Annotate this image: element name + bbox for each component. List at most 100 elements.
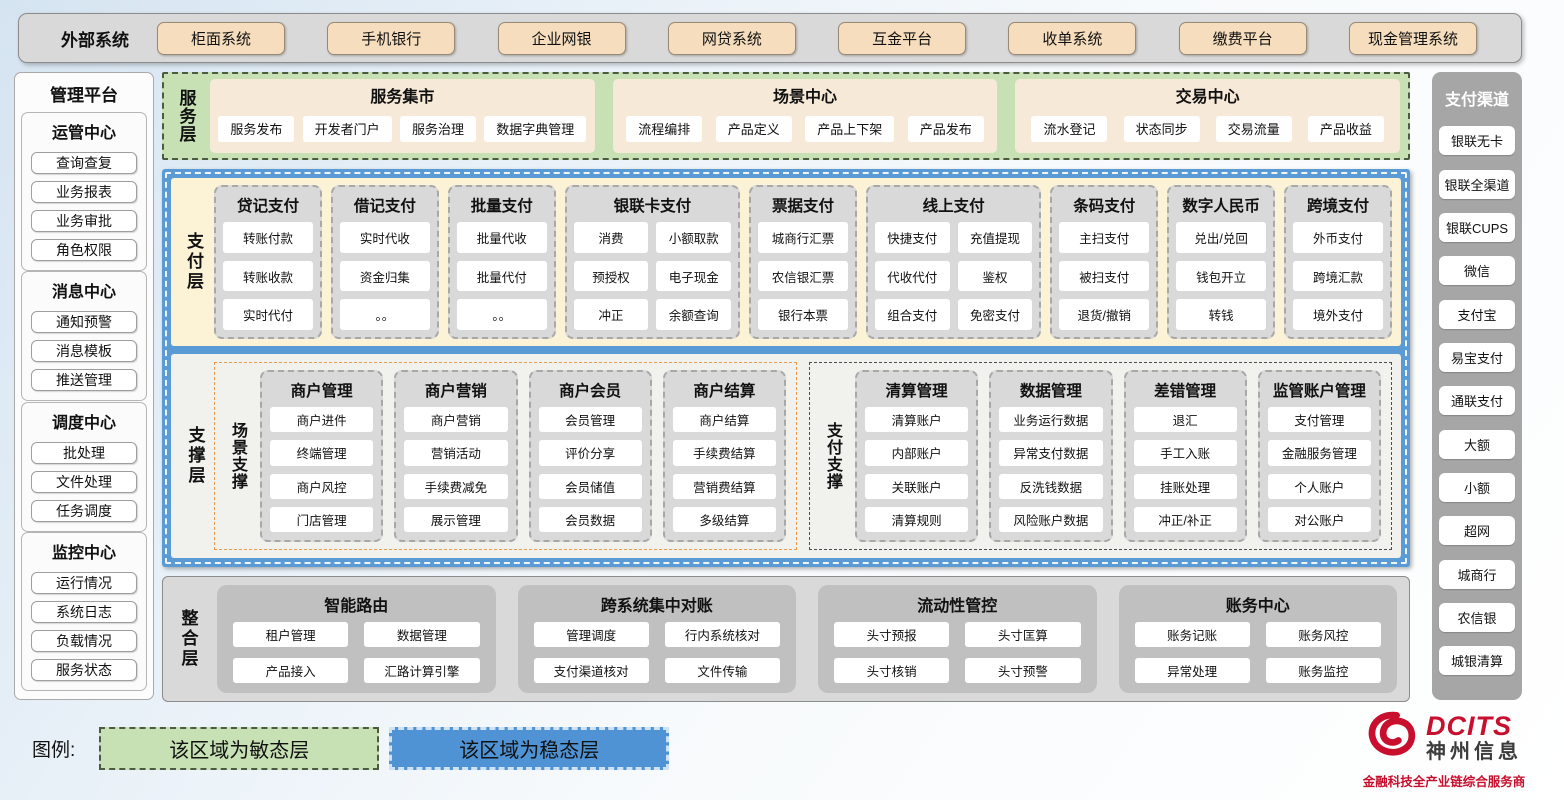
payment-item[interactable]: 冲正 [573,299,649,331]
payment-item[interactable]: 免密支付 [957,299,1033,331]
service-item[interactable]: 产品定义 [715,115,792,142]
integration-item[interactable]: 账务监控 [1265,658,1381,683]
management-item[interactable]: 消息模板 [31,340,137,363]
management-item[interactable]: 服务状态 [31,658,137,681]
external-system-item[interactable]: 收单系统 [1008,21,1137,55]
support-item[interactable]: 商户风控 [270,473,374,499]
payment-item[interactable]: 组合支付 [874,299,950,331]
payment-item[interactable]: 批量代付 [456,260,547,292]
channel-item[interactable]: 小额 [1439,473,1515,503]
support-item[interactable]: 手续费结算 [672,440,776,466]
channel-item[interactable]: 银联全渠道 [1439,169,1515,199]
payment-item[interactable]: 转账付款 [223,222,313,253]
support-item[interactable]: 清算规则 [865,506,969,532]
payment-item[interactable]: 预授权 [573,260,649,292]
service-item[interactable]: 流水登记 [1031,115,1108,142]
payment-item[interactable]: 境外支付 [1293,299,1383,331]
support-item[interactable]: 展示管理 [404,506,508,532]
payment-item[interactable]: 电子现金 [656,260,732,292]
support-item[interactable]: 手续费减免 [404,473,508,499]
integration-item[interactable]: 支付渠道核对 [533,658,649,683]
payment-item[interactable]: 外币支付 [1293,222,1383,253]
payment-item[interactable]: 消费 [573,222,649,253]
service-item[interactable]: 状态同步 [1123,115,1200,142]
integration-item[interactable]: 产品接入 [233,658,349,683]
integration-item[interactable]: 汇路计算引擎 [364,658,480,683]
payment-item[interactable]: 转钱 [1176,299,1267,331]
external-system-item[interactable]: 手机银行 [327,21,456,55]
channel-item[interactable]: 银联CUPS [1439,213,1515,243]
support-item[interactable]: 营销费结算 [672,473,776,499]
payment-item[interactable]: 小额取款 [656,222,732,253]
payment-item[interactable]: 转账收款 [223,260,313,292]
integration-item[interactable]: 文件传输 [664,658,780,683]
support-item[interactable]: 挂账处理 [1133,473,1237,499]
support-item[interactable]: 冲正/补正 [1133,506,1237,532]
payment-item[interactable]: 主扫支付 [1059,222,1150,253]
payment-item[interactable]: 资金归集 [339,260,430,292]
payment-item[interactable]: 批量代收 [456,222,547,253]
payment-item[interactable]: 跨境汇款 [1293,260,1383,292]
management-item[interactable]: 查询查复 [31,152,137,174]
payment-item[interactable]: 兑出/兑回 [1176,222,1267,253]
integration-item[interactable]: 行内系统核对 [664,622,780,647]
channel-item[interactable]: 城银清算 [1439,646,1515,676]
external-system-item[interactable]: 互金平台 [838,21,967,55]
external-system-item[interactable]: 柜面系统 [157,21,285,55]
support-item[interactable]: 终端管理 [270,440,374,466]
payment-item[interactable]: 。。 [339,299,430,331]
support-item[interactable]: 会员管理 [538,407,642,433]
external-system-item[interactable]: 现金管理系统 [1348,21,1477,55]
management-item[interactable]: 业务报表 [31,181,137,203]
management-item[interactable]: 系统日志 [31,600,137,623]
integration-item[interactable]: 头寸预报 [834,622,950,647]
integration-item[interactable]: 账务记账 [1134,622,1250,647]
support-item[interactable]: 关联账户 [865,473,969,499]
support-item[interactable]: 门店管理 [270,506,374,532]
external-system-item[interactable]: 企业网银 [497,21,626,55]
integration-item[interactable]: 头寸核销 [834,658,950,683]
channel-item[interactable]: 微信 [1439,256,1515,286]
support-item[interactable]: 多级结算 [672,506,776,532]
service-item[interactable]: 数据字典管理 [484,115,587,142]
support-item[interactable]: 金融服务管理 [1267,440,1371,466]
channel-item[interactable]: 银联无卡 [1439,126,1515,156]
channel-item[interactable]: 通联支付 [1439,386,1515,416]
management-item[interactable]: 通知预警 [31,311,137,334]
support-item[interactable]: 反洗钱数据 [999,473,1103,499]
support-item[interactable]: 手工入账 [1133,440,1237,466]
payment-item[interactable]: 退货/撤销 [1059,299,1150,331]
external-system-item[interactable]: 缴费平台 [1178,21,1307,55]
service-item[interactable]: 产品上下架 [805,115,895,142]
payment-item[interactable]: 实时代收 [339,222,430,253]
service-item[interactable]: 服务治理 [399,115,476,142]
support-item[interactable]: 业务运行数据 [999,407,1103,433]
support-item[interactable]: 商户营销 [404,407,508,433]
integration-item[interactable]: 管理调度 [533,622,649,647]
management-item[interactable]: 运行情况 [31,571,137,594]
management-item[interactable]: 文件处理 [31,470,137,493]
channel-item[interactable]: 大额 [1439,429,1515,459]
integration-item[interactable]: 数据管理 [364,622,480,647]
payment-item[interactable]: 代收代付 [874,260,950,292]
management-item[interactable]: 负载情况 [31,629,137,652]
service-item[interactable]: 产品发布 [907,115,984,142]
payment-item[interactable]: 鉴权 [957,260,1033,292]
payment-item[interactable]: 余额查询 [656,299,732,331]
channel-item[interactable]: 易宝支付 [1439,343,1515,373]
channel-item[interactable]: 城商行 [1439,559,1515,589]
payment-item[interactable]: 被扫支付 [1059,260,1150,292]
management-item[interactable]: 角色权限 [31,239,137,261]
integration-item[interactable]: 账务风控 [1265,622,1381,647]
external-system-item[interactable]: 网贷系统 [667,21,796,55]
support-item[interactable]: 商户结算 [672,407,776,433]
payment-item[interactable]: 。。 [456,299,547,331]
support-item[interactable]: 商户进件 [270,407,374,433]
support-item[interactable]: 异常支付数据 [999,440,1103,466]
management-item[interactable]: 业务审批 [31,210,137,232]
payment-item[interactable]: 银行本票 [758,299,848,331]
support-item[interactable]: 清算账户 [865,407,969,433]
service-item[interactable]: 开发者门户 [302,115,392,142]
support-item[interactable]: 风险账户数据 [999,506,1103,532]
support-item[interactable]: 个人账户 [1267,473,1371,499]
